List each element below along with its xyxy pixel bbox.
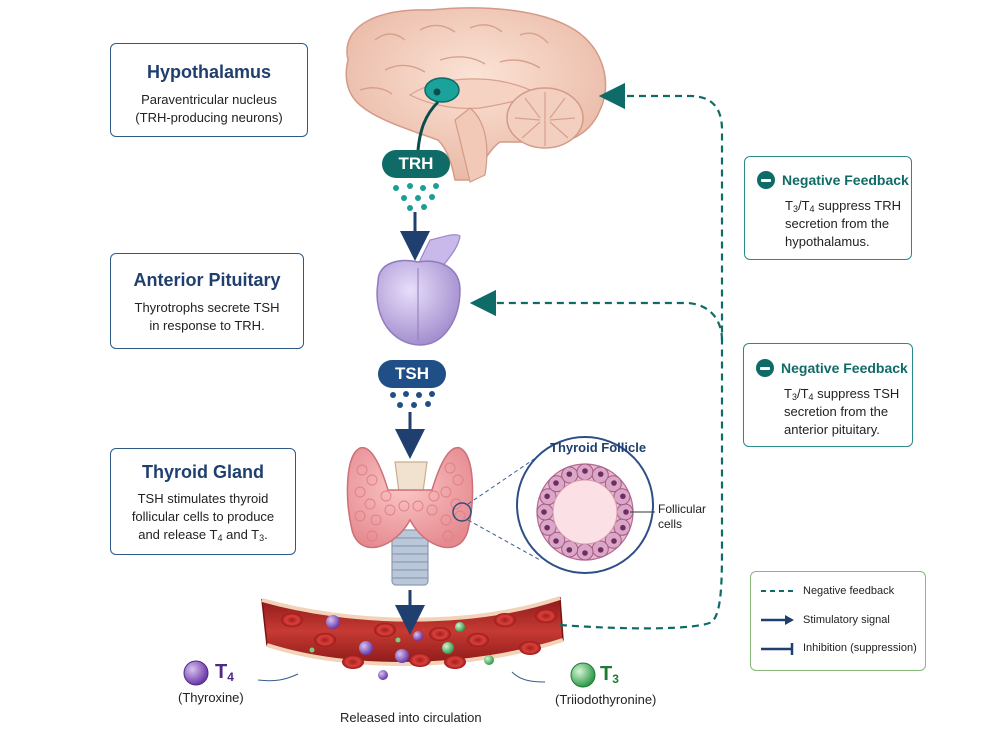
feedback-path-pituitary bbox=[469, 289, 724, 341]
minus-icon bbox=[756, 359, 774, 377]
t3-sphere bbox=[570, 662, 596, 688]
hypothalamus-box: Hypothalamus Paraventricular nucleus (TR… bbox=[110, 43, 308, 137]
triiodothyronine-label: (Triiodothyronine) bbox=[555, 692, 657, 707]
circulation-label: Released into circulation bbox=[340, 710, 482, 725]
cell-nucleus bbox=[597, 547, 604, 553]
cell-nucleus bbox=[620, 493, 626, 500]
t4-label: T4 bbox=[215, 661, 234, 684]
pituitary-illustration bbox=[376, 234, 461, 346]
pituitary-line2: in response to TRH. bbox=[149, 318, 265, 333]
cell-nucleus bbox=[582, 468, 588, 474]
thyroid-line2: follicular cells to produce bbox=[131, 509, 275, 524]
cell-nucleus bbox=[541, 509, 547, 515]
tsh-molecules bbox=[390, 391, 435, 408]
thyroid-illustration bbox=[346, 447, 474, 586]
hypothalamus-title: Hypothalamus bbox=[146, 62, 272, 82]
legend-inhibition: Inhibition (suppression) bbox=[761, 642, 917, 655]
hypothalamus-line2: (TRH-producing neurons) bbox=[135, 110, 283, 125]
thyroid-title: Thyroid Gland bbox=[141, 462, 264, 482]
cell-nucleus bbox=[566, 471, 573, 477]
thyroxine-label: (Thyroxine) bbox=[178, 690, 244, 705]
thyroid-line3: and release T4 and T3. bbox=[138, 527, 268, 543]
cell-nucleus bbox=[597, 471, 604, 477]
brain-illustration bbox=[345, 7, 607, 183]
thyroid-follicle-illustration bbox=[516, 436, 655, 574]
trh-pill: TRH bbox=[382, 150, 450, 178]
pituitary-title: Anterior Pituitary bbox=[133, 270, 281, 290]
t4-sphere bbox=[183, 660, 209, 686]
cell-nucleus bbox=[544, 524, 550, 531]
feedback-header: Negative Feedback bbox=[756, 359, 912, 377]
cell-nucleus bbox=[611, 480, 617, 486]
pituitary-line1: Thyrotrophs secrete TSH bbox=[134, 300, 280, 315]
minus-icon bbox=[757, 171, 775, 189]
cell-nucleus bbox=[620, 524, 626, 531]
cell-nucleus bbox=[566, 547, 573, 553]
feedback-header: Negative Feedback bbox=[757, 171, 911, 189]
pituitary-box: Anterior Pituitary Thyrotrophs secrete T… bbox=[110, 253, 304, 349]
follicle-title: Thyroid Follicle bbox=[550, 440, 647, 455]
cell-nucleus bbox=[553, 538, 559, 544]
tsh-pill: TSH bbox=[378, 360, 446, 388]
t3-label: T3 bbox=[600, 663, 619, 686]
blood-vessel-illustration bbox=[261, 596, 564, 680]
cell-nucleus bbox=[544, 493, 550, 500]
hypothalamus-line1: Paraventricular nucleus bbox=[141, 92, 277, 107]
cell-nucleus bbox=[611, 538, 617, 544]
cell-nucleus bbox=[553, 480, 559, 486]
trh-molecules bbox=[393, 183, 439, 211]
cell-nucleus bbox=[582, 550, 588, 556]
legend-negative-feedback: Negative feedback bbox=[761, 585, 895, 597]
legend-stimulatory: Stimulatory signal bbox=[761, 614, 890, 626]
cell-nucleus bbox=[623, 509, 629, 515]
thyroid-box: Thyroid Gland TSH stimulates thyroid fol… bbox=[110, 448, 296, 555]
thyroid-line1: TSH stimulates thyroid bbox=[137, 491, 269, 506]
legend: Negative feedback Stimulatory signal Inh… bbox=[750, 571, 926, 671]
feedback-path-hypothalamus bbox=[559, 82, 724, 630]
